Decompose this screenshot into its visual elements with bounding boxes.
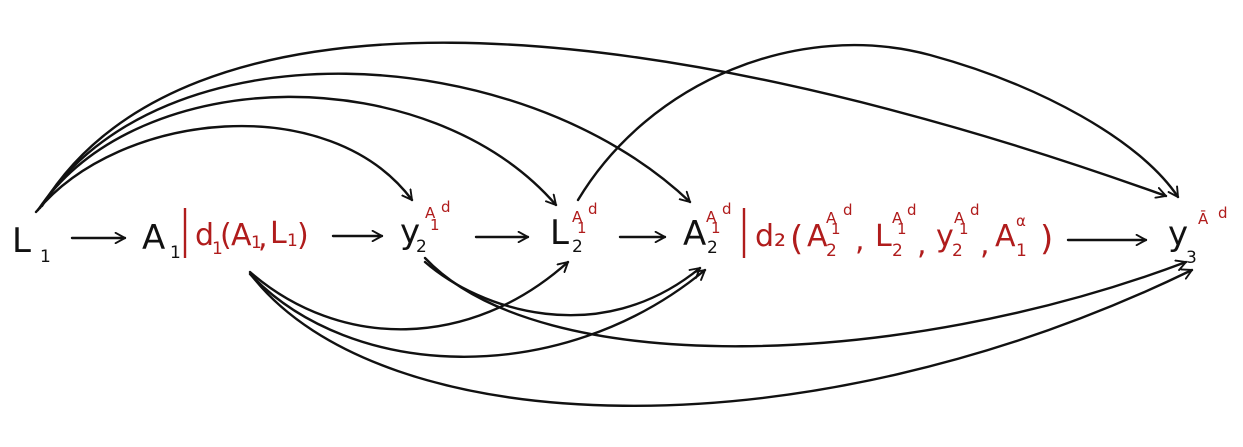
rule-d2: d₂ ( A 2 A 1 d , L 2 A 1 d , y 2 A 1 d ,… bbox=[755, 201, 1053, 262]
svg-text:2: 2 bbox=[572, 237, 583, 257]
node-Y3: y 3 Ā d bbox=[1168, 204, 1228, 268]
edge-L1-L2 bbox=[36, 95, 558, 212]
svg-text:1: 1 bbox=[170, 243, 181, 263]
svg-text:2: 2 bbox=[892, 241, 903, 261]
svg-text:y: y bbox=[936, 219, 954, 254]
svg-text:A: A bbox=[572, 208, 583, 226]
svg-text:1: 1 bbox=[430, 216, 440, 234]
node-L1: L 1 bbox=[12, 221, 51, 267]
svg-text:1: 1 bbox=[711, 219, 721, 237]
edges-from-A1 bbox=[248, 260, 1194, 407]
svg-text:A: A bbox=[826, 209, 837, 227]
edges-from-Y2 bbox=[423, 256, 1188, 348]
svg-text:A: A bbox=[706, 208, 717, 226]
svg-text:L: L bbox=[550, 213, 569, 253]
edge-A1-A2 bbox=[248, 268, 707, 358]
svg-text:A: A bbox=[142, 218, 165, 258]
svg-text:(: ( bbox=[790, 219, 803, 259]
edge-A1-Y3 bbox=[250, 270, 1194, 407]
edge-Y2-A2 bbox=[423, 260, 702, 317]
svg-text:(: ( bbox=[220, 218, 232, 253]
svg-text:A: A bbox=[683, 214, 706, 254]
edge-A1-L2 bbox=[248, 260, 570, 331]
svg-text:A: A bbox=[995, 219, 1016, 254]
svg-text:1: 1 bbox=[577, 219, 587, 237]
node-Y2: y 2 A 1 d bbox=[400, 198, 451, 257]
svg-text:2: 2 bbox=[826, 241, 837, 261]
svg-text:A: A bbox=[425, 204, 436, 222]
svg-text:,: , bbox=[855, 223, 865, 258]
svg-text:d: d bbox=[1218, 204, 1228, 222]
svg-text:α: α bbox=[1016, 212, 1026, 230]
edge-L2-Y3 bbox=[576, 43, 1180, 202]
svg-text:d: d bbox=[195, 218, 214, 253]
svg-text:d₂: d₂ bbox=[755, 219, 786, 254]
svg-text:A: A bbox=[807, 219, 828, 254]
svg-text:1: 1 bbox=[959, 220, 969, 238]
edges-from-L1 bbox=[34, 41, 1168, 214]
svg-text:,: , bbox=[258, 220, 268, 255]
svg-text:2: 2 bbox=[707, 238, 718, 258]
svg-text:,: , bbox=[917, 227, 927, 262]
svg-text:A: A bbox=[954, 209, 965, 227]
node-A2: A 2 A 1 d bbox=[683, 200, 732, 258]
svg-text:d: d bbox=[588, 200, 598, 218]
svg-text:d: d bbox=[907, 201, 917, 219]
svg-text:y: y bbox=[400, 212, 420, 252]
svg-text:d: d bbox=[441, 198, 451, 216]
edge-Y2-Y3 bbox=[423, 256, 1188, 348]
edges-straight bbox=[70, 236, 1148, 240]
svg-text:,: , bbox=[980, 227, 990, 262]
svg-text:1: 1 bbox=[212, 239, 223, 259]
svg-text:L: L bbox=[875, 219, 892, 254]
svg-text:d: d bbox=[722, 200, 732, 218]
svg-text:d: d bbox=[843, 201, 853, 219]
edge-L1-A2 bbox=[38, 72, 692, 210]
svg-text:y: y bbox=[1168, 214, 1188, 254]
edge-L1-Y3 bbox=[40, 41, 1168, 208]
node-L2: L 2 A 1 d bbox=[550, 200, 598, 257]
svg-text:2: 2 bbox=[416, 237, 427, 257]
svg-text:L: L bbox=[270, 216, 287, 251]
node-A1: A 1 bbox=[142, 218, 181, 263]
svg-text:L: L bbox=[12, 221, 31, 261]
svg-text:1: 1 bbox=[1016, 241, 1027, 261]
svg-text:d: d bbox=[970, 201, 980, 219]
svg-text:A: A bbox=[892, 209, 903, 227]
svg-text:): ) bbox=[297, 218, 309, 253]
svg-text:3: 3 bbox=[1186, 248, 1197, 268]
svg-text:1: 1 bbox=[40, 247, 51, 267]
svg-text:1: 1 bbox=[897, 220, 907, 238]
svg-text:1: 1 bbox=[831, 220, 841, 238]
svg-text:1: 1 bbox=[287, 231, 298, 251]
edge-L1-Y2 bbox=[34, 124, 414, 214]
svg-text:1: 1 bbox=[251, 233, 262, 253]
svg-text:2: 2 bbox=[952, 241, 963, 261]
svg-text:Ā: Ā bbox=[1198, 210, 1209, 228]
rule-d1: d 1 ( A 1 , L 1 ) bbox=[195, 216, 309, 259]
svg-text:A: A bbox=[231, 218, 252, 253]
svg-text:): ) bbox=[1040, 219, 1053, 259]
